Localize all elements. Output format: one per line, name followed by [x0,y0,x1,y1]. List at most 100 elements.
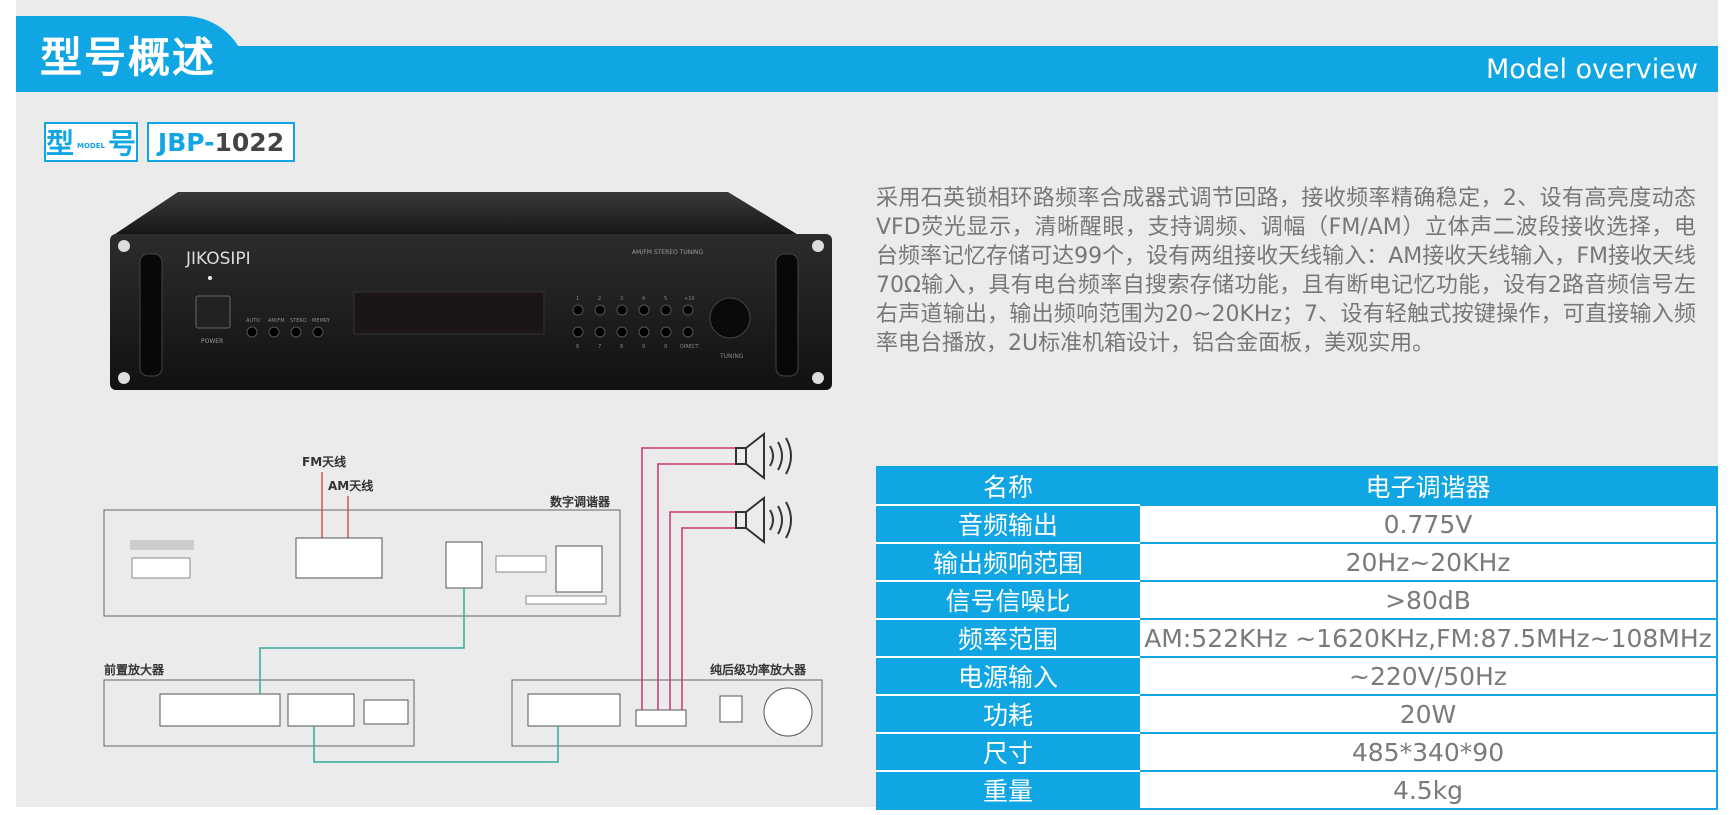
table-row: 重量 4.5kg [876,770,1718,810]
preamp-to-poweramp-cable [313,726,559,763]
number-key-labels: 1 2 3 4 5 +10 6 7 8 9 0 DIRECT [576,296,699,350]
connection-diagram: 数字调谐器 FM天线 AM天线 前置放大器 纯后级功率放大器 [103,431,823,763]
spec-value: 485*340*90 [1138,732,1718,772]
poweramp-power-socket [719,695,743,723]
spec-header-row: 名称 电子调谐器 [876,466,1718,506]
left-key-labels: AUTO AM/FM STERO MEMRY [246,318,331,324]
model-label: 型 MODEL 号 [44,122,138,162]
table-row: 音频输出 0.775V [876,504,1718,544]
model-label-left: 型 [46,127,75,160]
poweramp-speaker-terminals [635,709,687,727]
model-number: JBP- 1022 [147,122,295,162]
num-top-2: 2 [598,296,601,302]
num-bottom-4: 9 [642,344,645,350]
num-top-1: 1 [576,296,579,302]
tuner-sticker-2 [131,557,191,579]
num-top-3: 3 [620,296,623,302]
model-label-small: MODEL [77,142,105,150]
num-top-4: 4 [642,296,645,302]
spec-key: 功耗 [876,694,1140,734]
spec-key: 尺寸 [876,732,1140,772]
speaker-icon-2 [735,495,792,545]
tuner-power-socket [555,545,603,593]
vfd-display [353,291,545,335]
product-description: 采用石英锁相环路频率合成器式调节回路，接收频率精确稳定，2、设有高亮度动态VFD… [876,186,1696,356]
left-keys [246,326,324,338]
serial-plate [525,595,607,605]
header-band [16,46,1718,92]
power-switch [195,295,231,329]
num-bottom-5: 0 [664,344,667,350]
tuner-sticker [130,540,194,550]
chassis-top [112,192,800,236]
key-label-3: STERO [290,318,307,324]
poweramp-label: 纯后级功率放大器 [710,662,807,677]
table-row: 功耗 20W [876,694,1718,734]
table-row: 信号信噪比 >80dB [876,580,1718,620]
tuning-knob [709,297,751,339]
spec-key: 音频输出 [876,504,1140,544]
device-top-label: AM/FM STEREO TUNING [632,249,703,256]
warning-sticker [495,555,547,573]
mount-hole-br [812,372,824,384]
preamp-box [103,679,415,747]
spec-key: 电源输入 [876,656,1140,696]
speaker-cable-1b [657,463,736,710]
header-tab [16,16,248,92]
tuning-label: TUNING [719,353,744,360]
mount-hole-bl [118,372,130,384]
poweramp-input-ports [527,693,621,727]
spec-value: ~220V/50Hz [1138,656,1718,696]
model-prefix: JBP- [157,127,215,157]
preamp-output-ports [287,693,355,727]
spec-header-value: 电子调谐器 [1138,466,1718,506]
spec-value: 0.775V [1138,504,1718,544]
spec-value: AM:522KHz ~1620KHz,FM:87.5MHz~108MHz [1138,618,1718,658]
spec-table: 名称 电子调谐器 音频输出 0.775V 输出频响范围 20Hz~20KHz 信… [876,466,1718,810]
num-bottom-3: 8 [620,344,623,350]
speaker-cable-1a [641,447,736,710]
mount-hole-tl [118,240,130,252]
spec-header-key: 名称 [876,466,1140,506]
spec-value: 4.5kg [1138,770,1718,810]
table-row: 输出频响范围 20Hz~20KHz [876,542,1718,582]
power-label: POWER [201,338,223,345]
model-num: 1022 [214,127,285,157]
table-row: 尺寸 485*340*90 [876,732,1718,772]
tuner-label: 数字调谐器 [550,494,611,509]
preamp-input-ports [159,693,281,727]
spec-key: 频率范围 [876,618,1140,658]
power-led [208,276,212,280]
spec-value: 20W [1138,694,1718,734]
spec-key: 信号信噪比 [876,580,1140,620]
num-top-6: +10 [684,296,695,302]
antenna-port [295,537,383,579]
key-label-1: AUTO [246,318,260,324]
mount-hole-tr [812,240,824,252]
spec-value: >80dB [1138,580,1718,620]
tuner-to-preamp-cable [259,588,465,694]
num-bottom-6: DIRECT [680,344,699,350]
spec-value: 20Hz~20KHz [1138,542,1718,582]
spec-key: 重量 [876,770,1140,810]
table-row: 频率范围 AM:522KHz ~1620KHz,FM:87.5MHz~108MH… [876,618,1718,658]
key-label-2: AM/FM [268,318,285,324]
table-row: 电源输入 ~220V/50Hz [876,656,1718,696]
model-label-right: 号 [108,127,137,160]
preamp-power-socket [363,699,409,725]
tuner-output-port [445,541,483,589]
number-keys [572,304,694,338]
num-bottom-1: 6 [576,344,579,350]
device-front-panel-image: JIKOSIPI AM/FM STEREO TUNING POWER AUTO … [110,192,832,390]
am-antenna-label: AM天线 [328,478,373,493]
handle-left [139,253,163,377]
num-bottom-2: 7 [598,344,601,350]
handle-right [775,253,799,377]
page-subtitle-en: Model overview [1485,54,1698,85]
speaker-cable-2b [681,527,736,710]
key-label-4: MEMRY [312,318,331,324]
preamp-label: 前置放大器 [104,662,165,677]
poweramp-box [511,679,823,747]
poweramp-fan [763,687,813,737]
tuner-box [103,509,621,617]
